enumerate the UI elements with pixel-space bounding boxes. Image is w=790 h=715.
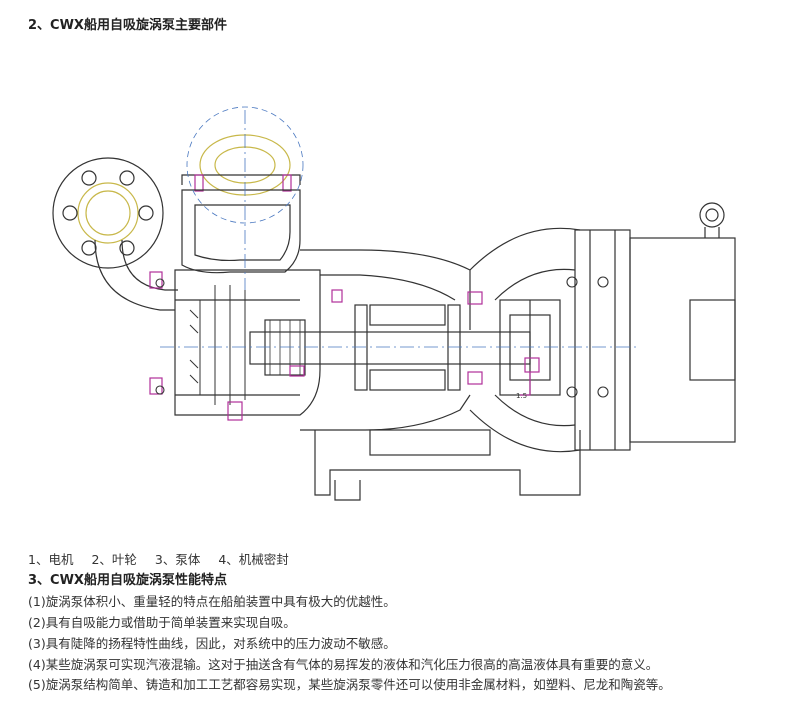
parts-list: 1、电机 2、叶轮 3、泵体 4、机械密封 <box>28 549 303 568</box>
fasteners <box>149 271 540 421</box>
drawing-annotation: 1.5 <box>516 392 527 400</box>
shaft <box>249 331 531 365</box>
motor-flange <box>574 229 631 451</box>
pump-base <box>314 430 581 496</box>
mechanical-seal <box>264 319 306 376</box>
feature-item: (3)具有陡降的扬程特性曲线，因此，对系统中的压力波动不敏感。 <box>28 636 396 651</box>
pump-cross-section-drawing: 1.5 <box>52 106 736 501</box>
lifting-eye <box>699 202 725 228</box>
part-motor-label: 1、电机 <box>28 552 74 567</box>
section-2-title: 2、CWX船用自吸旋涡泵主要部件 <box>28 18 227 33</box>
feature-item: (2)具有自吸能力或借助于简单装置来实现自吸。 <box>28 615 296 630</box>
section-3-title: 3、CWX船用自吸旋涡泵性能特点 <box>28 573 227 588</box>
discharge-nozzle <box>181 134 301 196</box>
feature-item: (1)旋涡泵体积小、重量轻的特点在船舶装置中具有极大的优越性。 <box>28 594 396 609</box>
part-impeller-label: 2、叶轮 <box>91 552 137 567</box>
impeller <box>189 285 246 405</box>
bearing-bracket <box>300 249 471 330</box>
suction-flange <box>52 157 164 269</box>
part-mechanical-seal-label: 4、机械密封 <box>218 552 289 567</box>
features-list: (1)旋涡泵体积小、重量轻的特点在船舶装置中具有极大的优越性。 (2)具有自吸能… <box>28 591 773 695</box>
feature-item: (4)某些旋涡泵可实现汽液混输。这对于抽送含有气体的易挥发的液体和汽化压力很高的… <box>28 657 659 672</box>
suction-pipe <box>94 239 175 311</box>
pump-body <box>174 269 321 416</box>
feature-item: (5)旋涡泵结构简单、铸造和加工工艺都容易实现，某些旋涡泵零件还可以使用非金属材… <box>28 677 671 692</box>
part-pump-body-label: 3、泵体 <box>154 552 201 567</box>
motor-body <box>629 237 736 443</box>
centerline <box>160 106 640 348</box>
priming-chamber <box>181 189 301 274</box>
